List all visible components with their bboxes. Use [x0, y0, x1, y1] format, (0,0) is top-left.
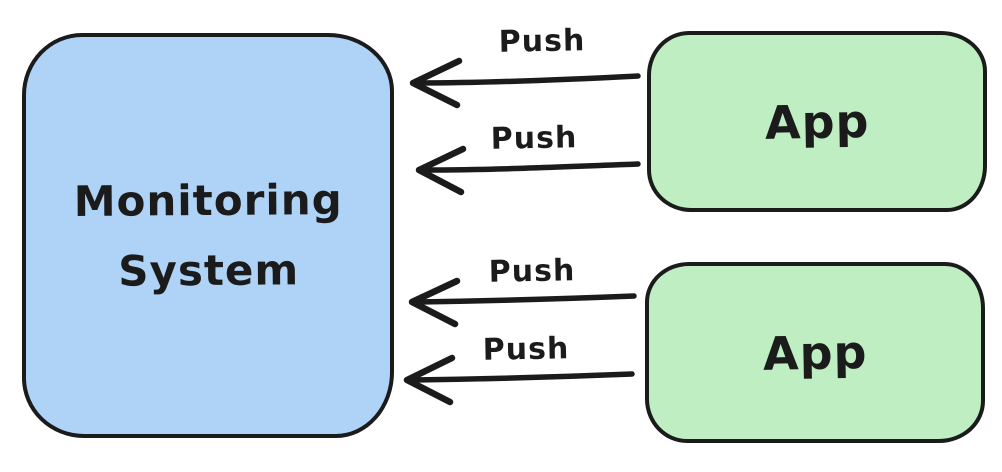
push-label-4: Push — [482, 331, 570, 368]
push-label-1: Push — [498, 23, 586, 60]
push-arrow-1 — [409, 57, 641, 109]
push-arrow-4 — [403, 354, 635, 406]
push-label-3: Push — [488, 253, 576, 290]
monitoring-system-node: Monitoring System — [22, 33, 394, 438]
app-node-bottom: App — [645, 262, 985, 443]
push-arrow-2 — [415, 145, 641, 196]
push-label-2: Push — [490, 120, 578, 157]
app-node-top: App — [647, 31, 987, 212]
push-arrow-3 — [408, 277, 637, 328]
